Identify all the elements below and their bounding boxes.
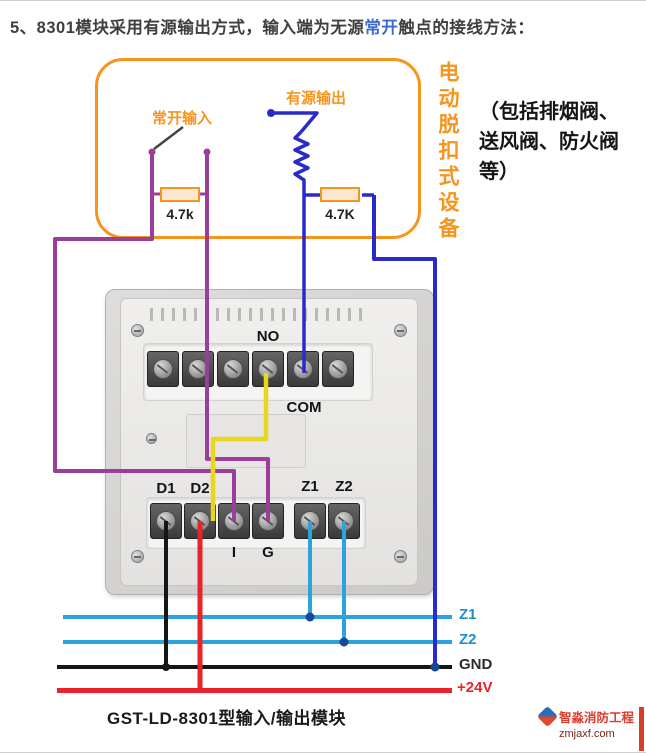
input-eol-resistor-value: 4.7k <box>166 206 194 222</box>
label-d2: D2 <box>190 480 210 497</box>
module-screw-bottom-right <box>394 550 407 563</box>
external-device-boundary-box <box>95 58 421 239</box>
title-suffix: 触点的接线方法： <box>398 19 535 37</box>
terminal-screw <box>300 511 320 531</box>
module-vent-slits <box>150 308 362 321</box>
bus-label-z2: Z2 <box>459 631 477 648</box>
terminal-screw <box>190 511 210 531</box>
active-output-label: 有源输出 <box>285 90 346 107</box>
module-screw-middle-left <box>146 433 157 444</box>
terminal-screw <box>258 359 278 379</box>
bus-line-z1 <box>63 615 452 619</box>
terminal-screw <box>328 359 348 379</box>
output-eol-resistor-value: 4.7K <box>325 206 355 222</box>
terminal-top-1 <box>147 351 179 387</box>
label-d1: D1 <box>156 480 176 497</box>
terminal-top-6 <box>322 351 354 387</box>
terminal-top-2 <box>182 351 214 387</box>
terminal-d1 <box>150 503 182 539</box>
label-g: G <box>262 544 274 561</box>
device-note-line3: 等） <box>479 161 519 183</box>
terminal-no <box>252 351 284 387</box>
terminal-screw <box>188 359 208 379</box>
terminal-top-3 <box>217 351 249 387</box>
bus-label-z1: Z1 <box>459 606 477 623</box>
watermark-red-bar <box>639 707 644 751</box>
bus-line-gnd <box>57 665 452 669</box>
module-screw-top-right <box>394 324 407 337</box>
input-eol-resistor <box>160 187 200 202</box>
terminal-screw <box>156 511 176 531</box>
module-screw-top-left <box>131 324 144 337</box>
bus-line-z2 <box>63 640 452 644</box>
watermark: 智淼消防工程 zmjaxf.com <box>536 705 638 740</box>
module-caption: GST-LD-8301型输入/输出模块 <box>107 709 347 728</box>
title-prefix: 5、8301模块采用有源输出方式，输入端为无源 <box>10 19 365 37</box>
device-vertical-label: 电动脱扣式设备 <box>436 61 459 243</box>
output-eol-resistor <box>320 187 360 202</box>
terminal-screw <box>293 359 313 379</box>
label-z2: Z2 <box>335 478 353 495</box>
watermark-name: 智淼消防工程 <box>559 711 635 725</box>
module-label-recess <box>186 414 306 468</box>
normally-open-input-label: 常开输入 <box>151 110 212 127</box>
terminal-z1 <box>294 503 326 539</box>
terminal-screw <box>223 359 243 379</box>
terminal-screw <box>334 511 354 531</box>
device-note: （包括排烟阀、 送风阀、防火阀 等） <box>479 97 646 187</box>
device-note-line2: 送风阀、防火阀 <box>479 131 619 153</box>
bus-label-gnd: GND <box>459 656 493 673</box>
label-i: I <box>231 544 237 561</box>
label-z1: Z1 <box>301 478 319 495</box>
label-com: COM <box>286 399 322 416</box>
terminal-com <box>287 351 319 387</box>
title-highlight-normally-open: 常开 <box>364 19 399 37</box>
module-screw-bottom-left <box>131 550 144 563</box>
watermark-logo-icon <box>536 705 559 728</box>
terminal-i <box>218 503 250 539</box>
bus-label-24v: +24V <box>457 679 493 696</box>
terminal-screw <box>224 511 244 531</box>
terminal-z2 <box>328 503 360 539</box>
bus-line-24v <box>57 688 452 693</box>
terminal-screw <box>153 359 173 379</box>
terminal-g <box>252 503 284 539</box>
terminal-screw <box>258 511 278 531</box>
label-no: NO <box>256 328 280 345</box>
watermark-site: zmjaxf.com <box>559 728 615 740</box>
terminal-d2 <box>184 503 216 539</box>
page-title: 5、8301模块采用有源输出方式，输入端为无源常开触点的接线方法： <box>10 14 534 38</box>
device-note-line1: （包括排烟阀、 <box>479 101 619 123</box>
